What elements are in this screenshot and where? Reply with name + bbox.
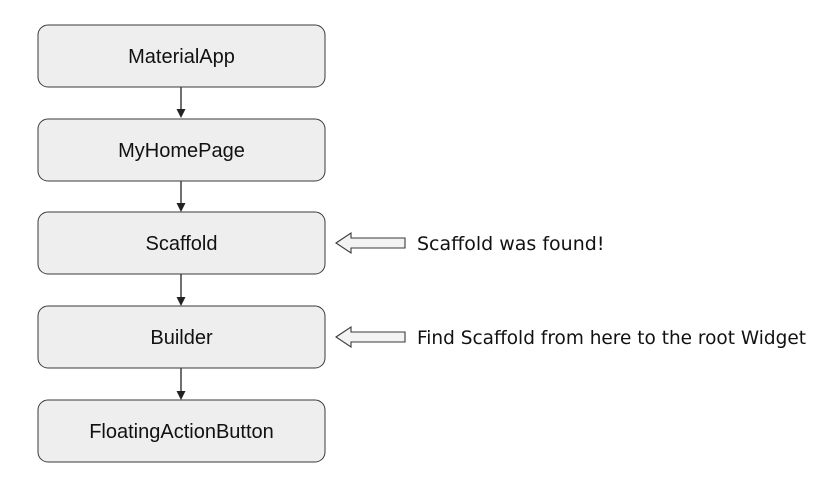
callout-text: Scaffold was found! <box>417 233 604 255</box>
callout-text: Find Scaffold from here to the root Widg… <box>417 327 806 349</box>
connector-materialapp-myhomepage <box>176 87 186 118</box>
callout-builder: Find Scaffold from here to the root Widg… <box>335 325 806 349</box>
node-floatingactionbutton: FloatingActionButton <box>37 399 326 463</box>
connector-myhomepage-scaffold <box>176 181 186 212</box>
node-myhomepage: MyHomePage <box>37 118 326 182</box>
callout-scaffold: Scaffold was found! <box>335 231 604 255</box>
connector-builder-floatingactionbutton <box>176 368 186 400</box>
connector-scaffold-builder <box>176 274 186 306</box>
node-materialapp: MaterialApp <box>37 24 326 88</box>
left-arrow-icon <box>335 325 406 349</box>
node-label: MyHomePage <box>118 140 245 162</box>
node-label: Builder <box>150 327 213 349</box>
node-scaffold: Scaffold <box>37 211 326 275</box>
node-label: MaterialApp <box>128 46 235 68</box>
left-arrow-icon <box>335 231 406 255</box>
node-label: FloatingActionButton <box>89 421 274 443</box>
node-builder: Builder <box>37 305 326 369</box>
node-label: Scaffold <box>146 233 218 255</box>
